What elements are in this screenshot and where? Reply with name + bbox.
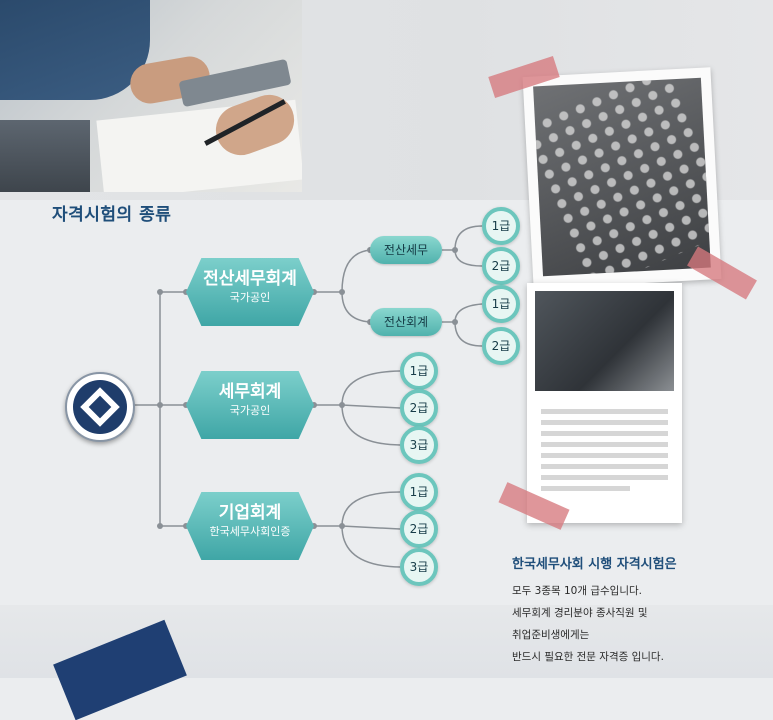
brochure-body-image [541,403,668,497]
grade-badge: 3급 [400,548,438,586]
summary-heading: 한국세무사회 시행 자격시험은 [512,557,677,572]
grade-badge: 2급 [482,327,520,365]
qualification-sub: 한국세무사회인증 [209,525,291,538]
qualification-전산세무회계: 전산세무회계 국가공인 [186,258,314,326]
qualification-기업회계: 기업회계 한국세무사회인증 [186,492,314,560]
grade-badge: 3급 [400,426,438,464]
brochure-image [535,291,674,391]
grade-badge: 1급 [482,207,520,245]
grade-badge: 1급 [400,352,438,390]
summary-line: 세무회계 경리분야 종사직원 및 [512,607,648,619]
grade-badge: 2급 [400,510,438,548]
summary-line: 반드시 필요한 전문 자격증 입니다. [512,651,664,663]
branch-전산세무: 전산세무 [370,236,442,264]
brochure-card [527,283,682,523]
qualification-name: 기업회계 [218,503,282,523]
tree-connectors [131,225,483,568]
grade-badge: 1급 [400,473,438,511]
business-meeting-photo [0,0,302,192]
summary-line: 모두 3종목 10개 급수입니다. [512,585,642,597]
branch-전산회계: 전산회계 [370,308,442,336]
summary-line: 취업준비생에게는 [512,629,590,641]
grade-badge: 1급 [482,285,520,323]
qualification-sub: 국가공인 [229,404,271,417]
qualification-세무회계: 세무회계 국가공인 [186,371,314,439]
grade-badge: 2급 [482,247,520,285]
omr-sheet-image [533,77,711,277]
association-logo [65,372,135,442]
qualification-name: 전산세무회계 [203,269,297,289]
qualification-sub: 국가공인 [229,291,271,304]
section-title: 자격시험의 종류 [52,205,172,225]
qualification-name: 세무회계 [218,382,282,402]
summary-block: 한국세무사회 시행 자격시험은 모두 3종목 10개 급수입니다. 세무회계 경… [512,553,762,668]
grade-badge: 2급 [400,389,438,427]
